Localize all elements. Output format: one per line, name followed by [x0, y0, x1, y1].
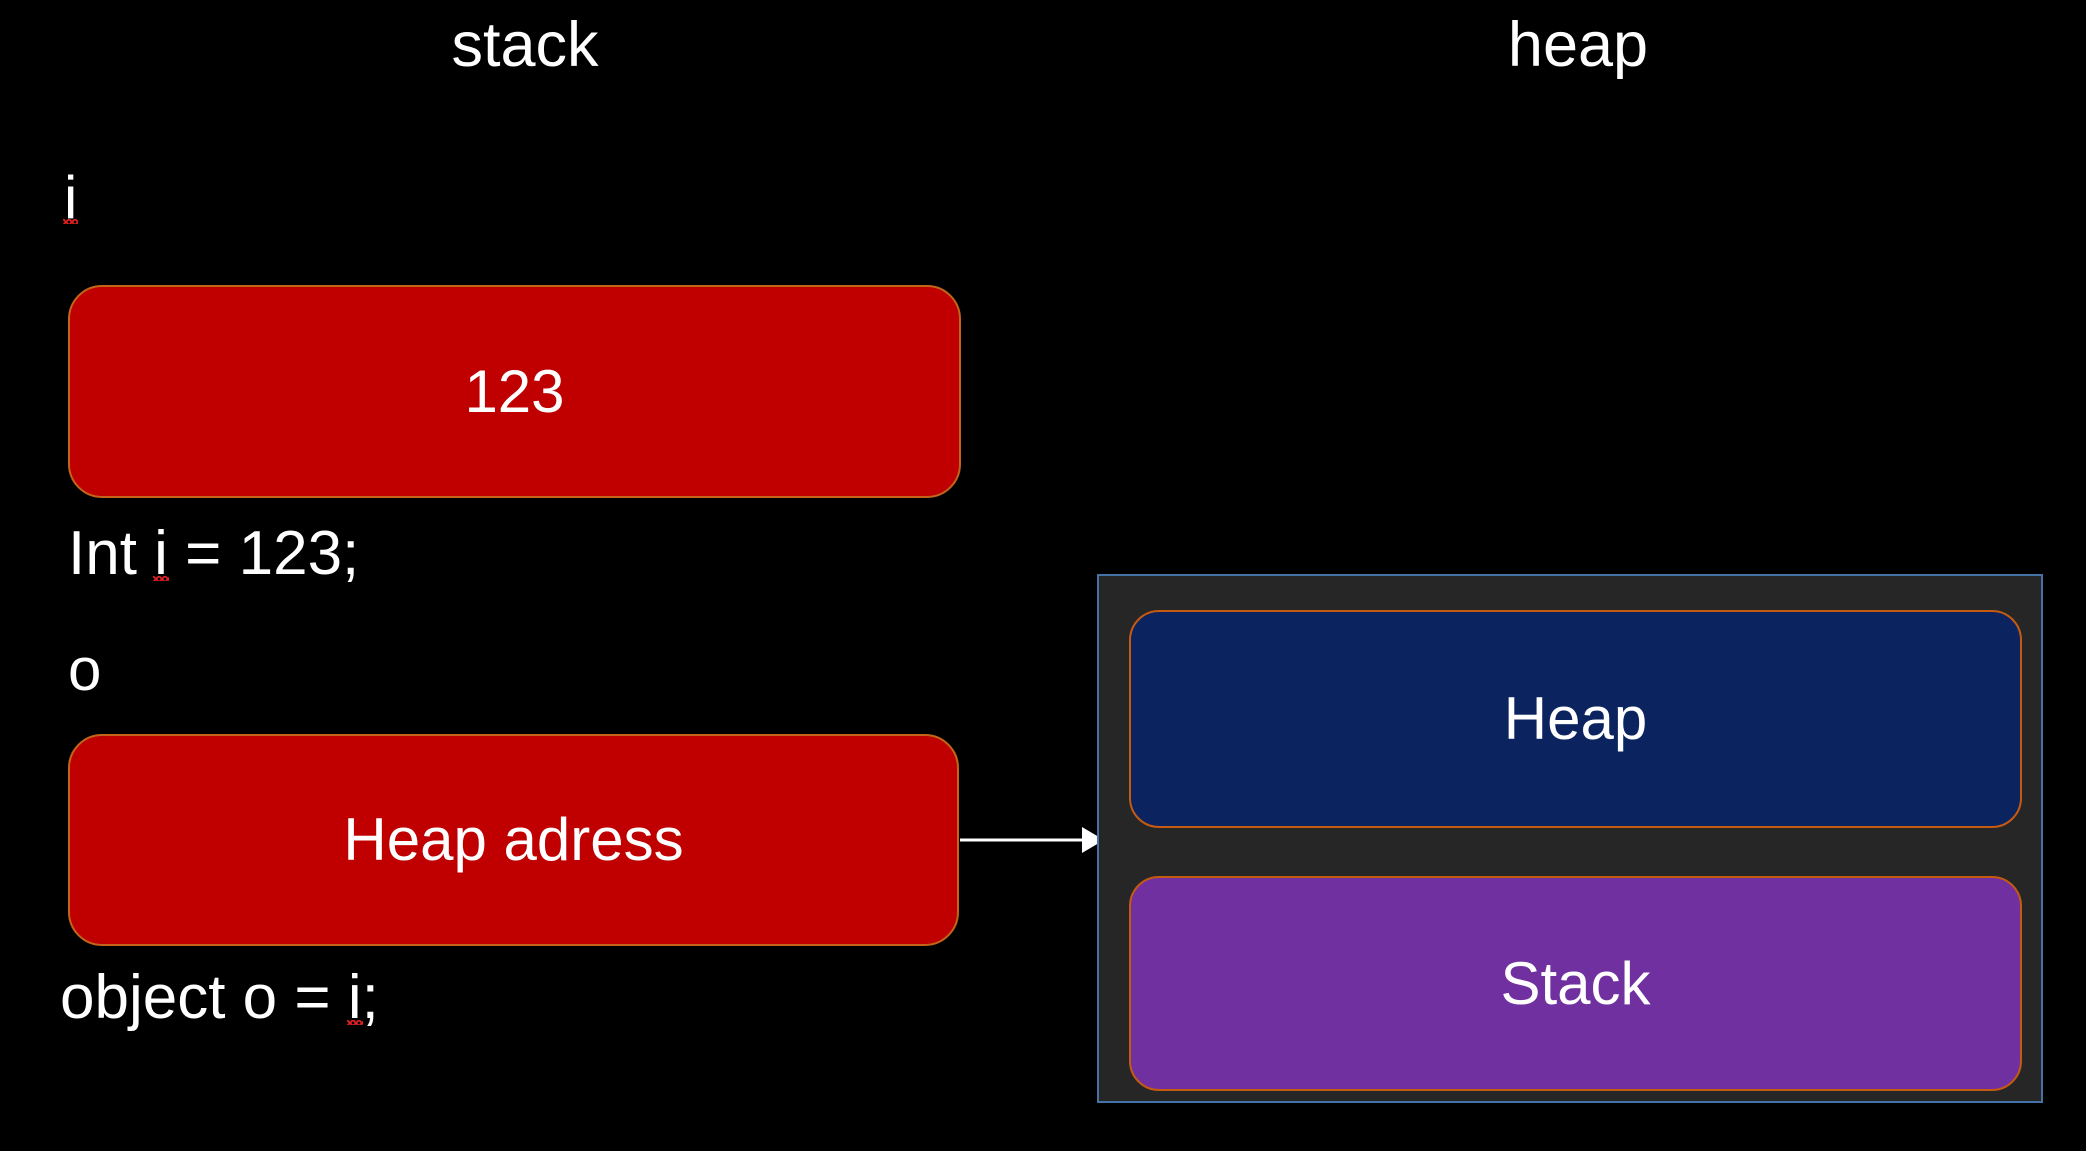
spellcheck-underline-i: i — [62, 164, 79, 231]
heap-memory-container: Heap Stack — [1097, 574, 2043, 1103]
code-object-prefix: object o = — [60, 963, 348, 1032]
stack-slot-i-value: 123 — [464, 357, 565, 425]
variable-label-o: o — [68, 636, 102, 703]
stack-slot-i[interactable]: 123 — [68, 285, 961, 498]
memory-block-heap-label: Heap — [1503, 685, 1648, 752]
code-line-int-declaration: Int i = 123; — [68, 523, 359, 585]
stack-slot-o[interactable]: Heap adress — [68, 734, 959, 946]
spellcheck-underline-object-i: i — [346, 963, 363, 1032]
memory-block-heap[interactable]: Heap — [1129, 610, 2022, 828]
stack-slot-o-value: Heap adress — [343, 806, 684, 873]
code-int-suffix: = 123; — [167, 519, 360, 588]
heap-column-title: heap — [1507, 10, 1649, 80]
memory-block-stack[interactable]: Stack — [1129, 876, 2022, 1091]
arrow-right-icon — [960, 827, 1104, 853]
memory-block-stack-label: Stack — [1500, 949, 1651, 1017]
code-line-object-assignment: object o = i; — [60, 967, 379, 1029]
spellcheck-underline-int-i: i — [153, 519, 169, 588]
code-int-prefix: Int — [68, 519, 155, 588]
code-object-suffix: ; — [361, 963, 379, 1032]
variable-label-i: i — [62, 164, 79, 231]
stack-column-title: stack — [451, 10, 599, 80]
